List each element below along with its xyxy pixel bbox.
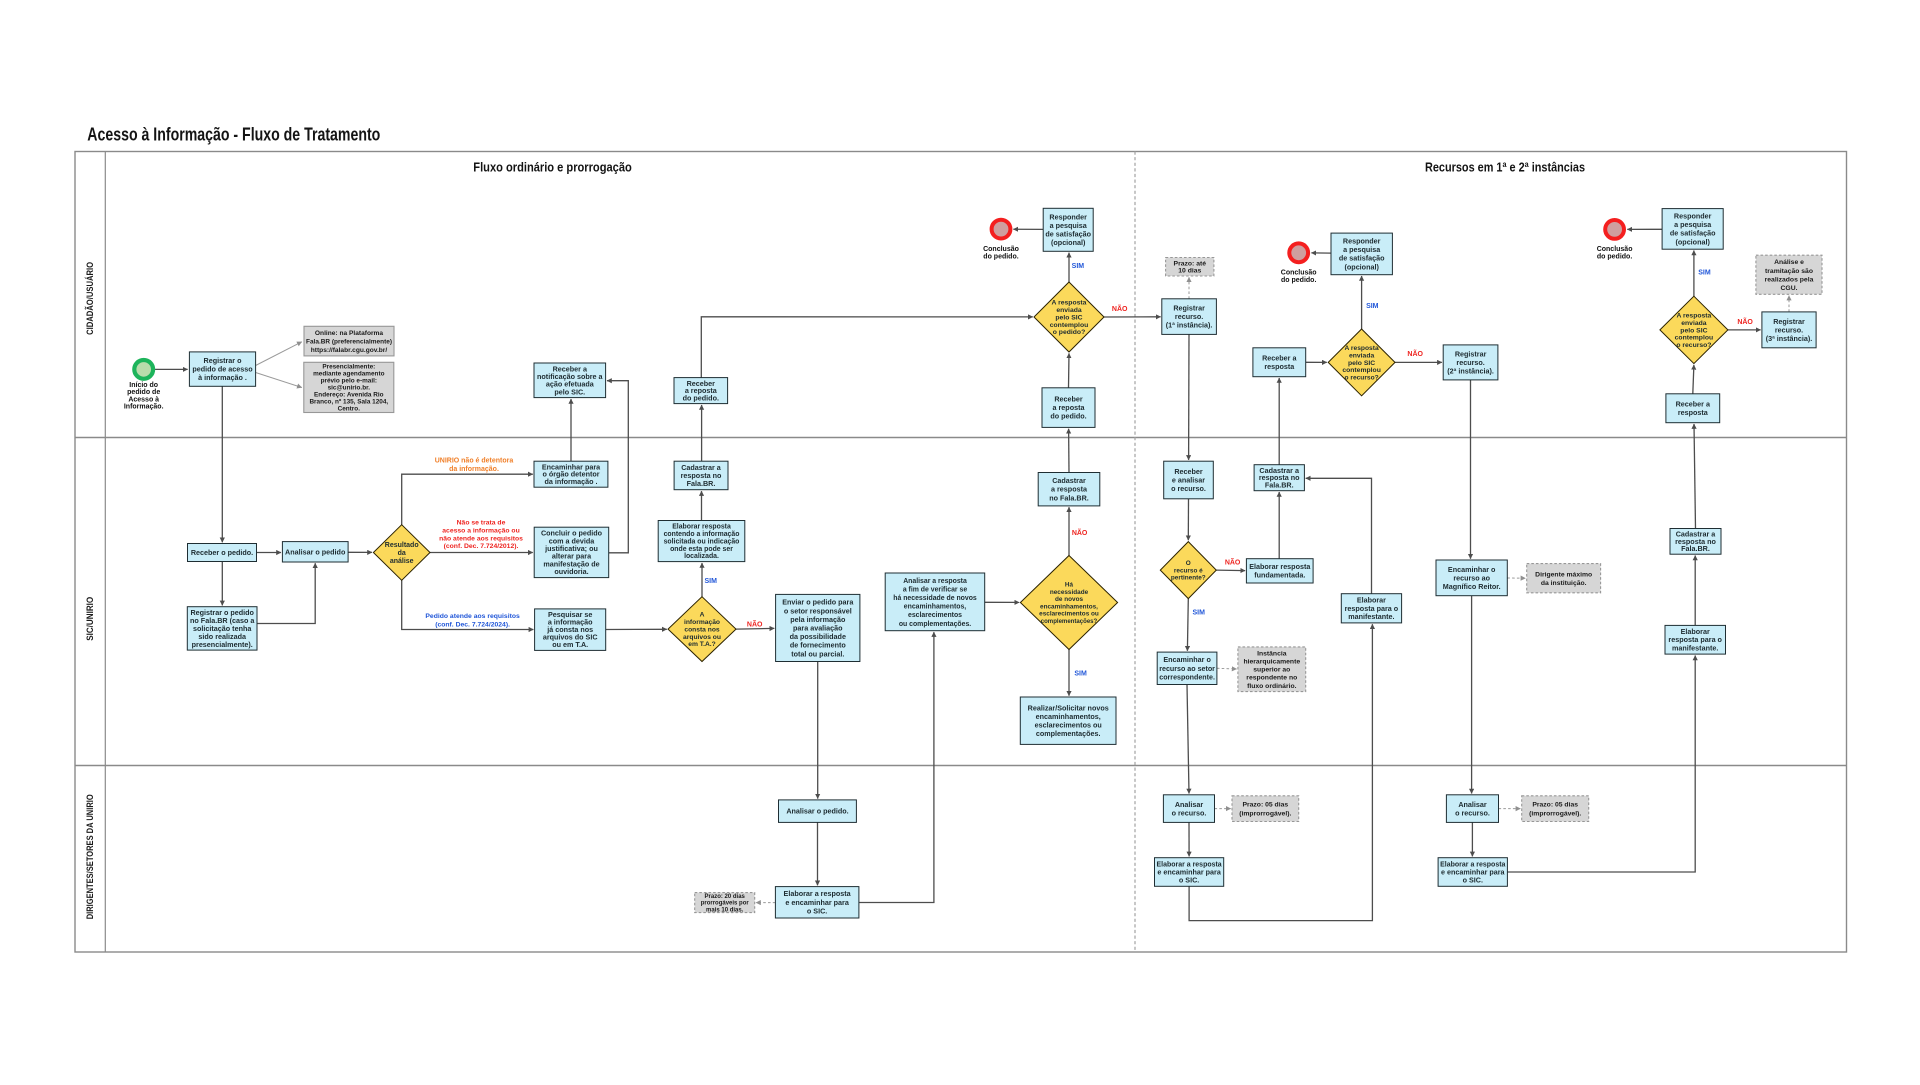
svg-text:NÃO: NÃO xyxy=(1072,528,1088,537)
svg-text:SIM: SIM xyxy=(1192,610,1205,617)
svg-text:SIM: SIM xyxy=(1072,263,1085,270)
svg-text:DIRIGENTES/SETORES DA UNIRIO: DIRIGENTES/SETORES DA UNIRIO xyxy=(85,794,95,919)
svg-text:NÃO: NÃO xyxy=(747,620,763,629)
svg-text:SIM: SIM xyxy=(1366,303,1379,310)
svg-text:Acesso à Informação - Fluxo de: Acesso à Informação - Fluxo de Tratament… xyxy=(87,124,380,145)
svg-text:Recursos em 1ª e 2ª instâncias: Recursos em 1ª e 2ª instâncias xyxy=(1425,160,1585,175)
svg-text:SIM: SIM xyxy=(1698,269,1711,276)
svg-text:SIM: SIM xyxy=(1074,670,1087,677)
svg-text:NÃO: NÃO xyxy=(1225,557,1241,566)
svg-text:SIC/UNIRIO: SIC/UNIRIO xyxy=(85,597,95,641)
svg-text:Analisar o pedido: Analisar o pedido xyxy=(285,547,346,556)
svg-text:Prazo: 05 dias(improrrogável): Prazo: 05 dias(improrrogável). xyxy=(1239,802,1291,818)
svg-text:CIDADÃO/USUÁRIO: CIDADÃO/USUÁRIO xyxy=(85,262,95,335)
svg-text:Pedido atende aos requisitos(c: Pedido atende aos requisitos(conf. Dec. … xyxy=(425,613,520,628)
svg-text:NÃO: NÃO xyxy=(1407,349,1423,358)
svg-text:Prazo: 05 dias(improrrogável): Prazo: 05 dias(improrrogável). xyxy=(1529,802,1581,818)
svg-text:Analisar o pedido.: Analisar o pedido. xyxy=(786,807,848,816)
svg-text:Presencialmente:mediante agend: Presencialmente:mediante agendamentoprév… xyxy=(309,364,388,413)
svg-text:NÃO: NÃO xyxy=(1112,304,1128,313)
svg-text:NÃO: NÃO xyxy=(1737,317,1753,326)
svg-text:Fluxo ordinário e prorrogação: Fluxo ordinário e prorrogação xyxy=(473,160,632,175)
svg-text:SIM: SIM xyxy=(704,578,717,585)
svg-text:Receber o pedido.: Receber o pedido. xyxy=(191,548,253,557)
